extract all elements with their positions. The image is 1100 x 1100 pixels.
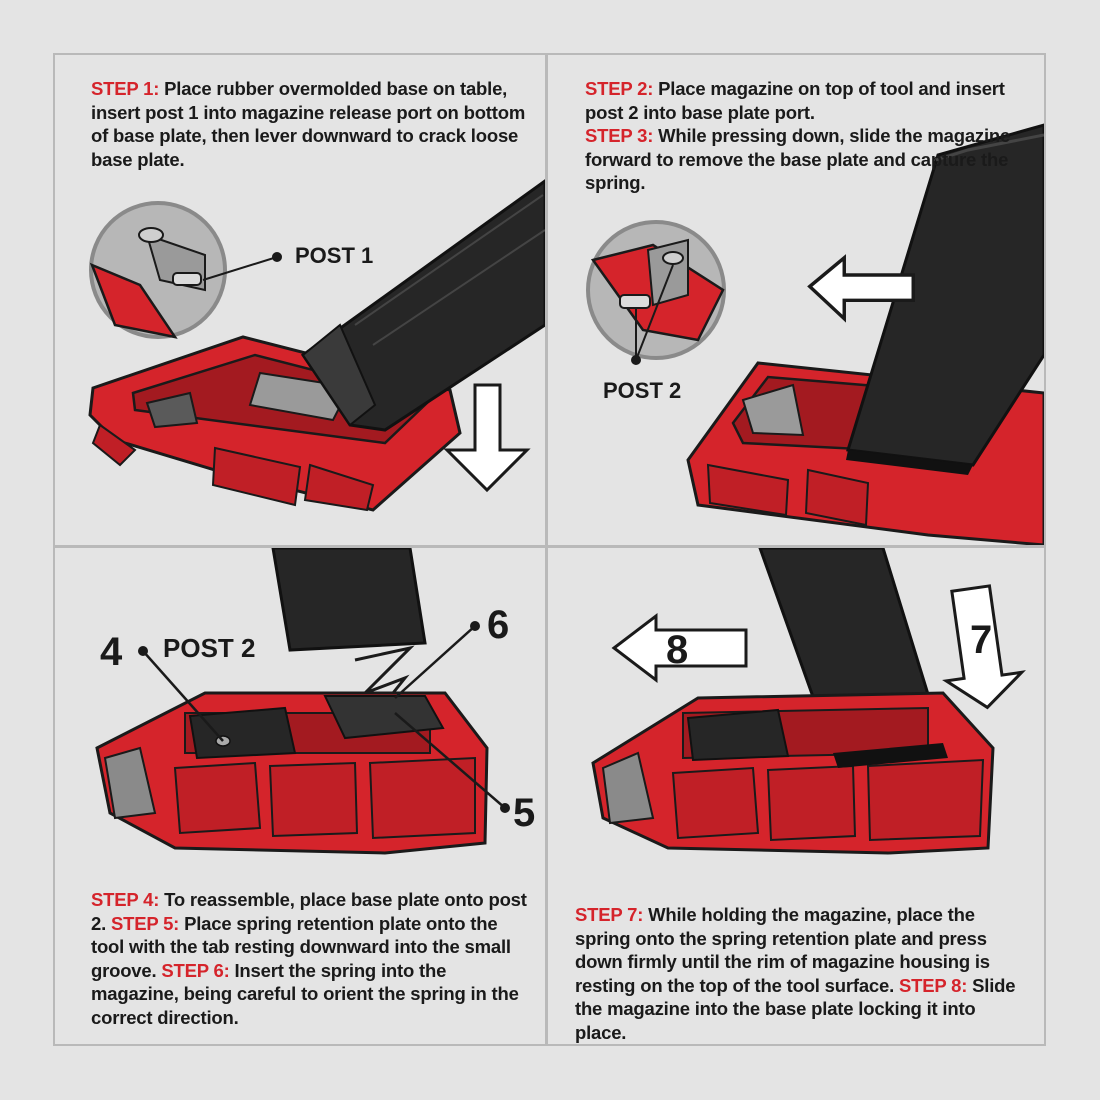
step-7-8-instructions: STEP 7: While holding the magazine, plac… [575, 903, 1025, 1044]
step-2-text: Place magazine on top of tool and insert… [585, 78, 1005, 123]
step-5-label: STEP 5: [110, 912, 180, 934]
step-4-6-illustration [95, 548, 510, 855]
step-6-text: Insert the spring into the magazine, bei… [91, 959, 519, 1028]
grid-divider-vertical [545, 53, 548, 1046]
callout-5-dot [500, 803, 510, 813]
step-5-text: Place spring retention plate onto the to… [91, 912, 511, 981]
post-2-leader-dot [631, 355, 641, 365]
left-arrow-icon [807, 254, 915, 323]
step-4-6-panel: 4 POST 2 6 5 STEP 4: To reassemble, plac… [55, 548, 545, 1044]
callout-5-leader [394, 712, 506, 809]
callout-4: 4 [100, 630, 123, 674]
step-8-label: STEP 8: [898, 974, 968, 996]
post-1-callout: POST 1 [295, 243, 374, 268]
magazine-bottom [271, 548, 427, 652]
post-1-zoom-circle [89, 201, 227, 339]
step-4-text: To reassemble, place base plate onto pos… [91, 889, 527, 934]
step-2-label: STEP 2: [585, 78, 654, 99]
magazine [300, 179, 545, 432]
step-3-label: STEP 3: [585, 125, 654, 146]
tool-base [95, 691, 489, 855]
down-arrow-icon [443, 383, 531, 493]
step-1-illustration [88, 179, 545, 512]
step-2-paragraph: STEP 2: Place magazine on top of tool an… [585, 77, 1025, 124]
step-7-8-illustration [591, 548, 1026, 855]
step-4-6-instructions: STEP 4: To reassemble, place base plate … [91, 888, 531, 1029]
step-1-panel: STEP 1: Place rubber overmolded base on … [55, 55, 545, 545]
callout-4-dot [138, 646, 148, 656]
step-1-text: Place rubber overmolded base on table, i… [91, 78, 526, 170]
step-7-text: While holding the magazine, place the sp… [575, 904, 990, 996]
step-7-8-panel: 8 7 STEP 7: While holding the magazine, … [548, 548, 1044, 1044]
callout-5: 5 [513, 791, 536, 835]
step-3-text: While pressing down, slide the magazine … [585, 125, 1011, 193]
callout-4-leader [142, 650, 224, 742]
tool-base [591, 691, 995, 855]
post-2-callout: POST 2 [603, 378, 682, 403]
post-1-leader-line [202, 256, 278, 281]
step-3-paragraph: STEP 3: While pressing down, slide the m… [585, 124, 1025, 195]
callout-6-leader [394, 625, 476, 699]
post-2-leader-line-b [635, 264, 674, 361]
left-arrow-8-icon [611, 612, 748, 684]
callout-8: 8 [666, 628, 689, 672]
post-2-callout: POST 2 [163, 633, 256, 663]
magazine [846, 123, 1044, 475]
step-7-label: STEP 7: [575, 904, 644, 925]
step-1-instructions: STEP 1: Place rubber overmolded base on … [91, 77, 531, 171]
down-arrow-7-icon [942, 584, 1026, 710]
step-2-3-instructions: STEP 2: Place magazine on top of tool an… [585, 77, 1025, 195]
callout-6-dot [470, 621, 480, 631]
callout-7: 7 [970, 618, 993, 662]
grid-divider-horizontal [53, 545, 1046, 548]
step-1-label: STEP 1: [91, 78, 160, 99]
post-1-leader-dot [272, 252, 282, 262]
step-8-text: Slide the magazine into the base plate l… [575, 974, 1016, 1043]
step-2-3-panel: STEP 2: Place magazine on top of tool an… [548, 55, 1044, 545]
instruction-grid [53, 53, 1046, 1046]
step-2-3-illustration [586, 123, 1044, 545]
callout-6: 6 [487, 603, 510, 647]
post-2-zoom-circle [586, 220, 726, 360]
step-6-label: STEP 6: [161, 959, 230, 981]
step-4-label: STEP 4: [91, 889, 160, 910]
